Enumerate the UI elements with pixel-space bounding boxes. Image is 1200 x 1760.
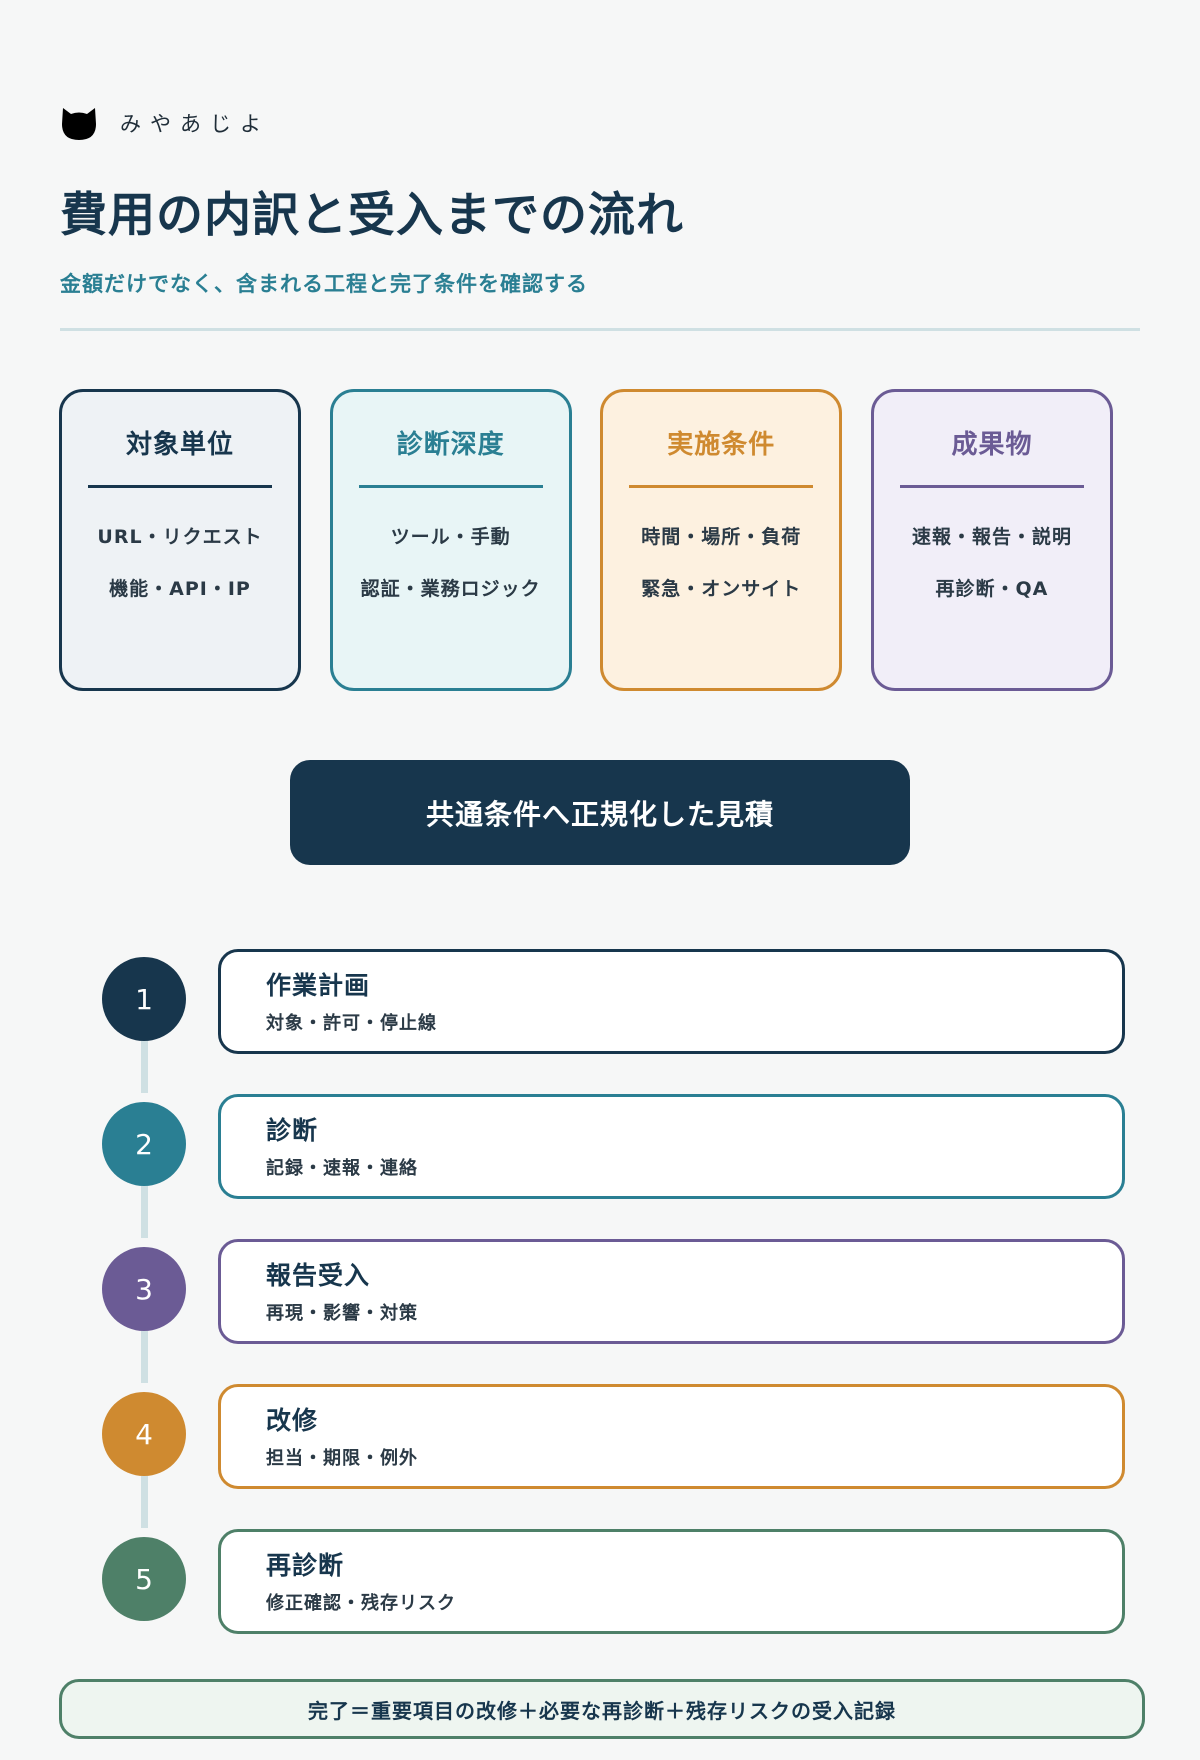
cat-head-icon [62,108,96,140]
card-divider [358,485,543,489]
category-card-depth: 診断深度 ツール・手動 認証・業務ロジック [329,389,572,691]
cost-category-cards: 対象単位 URL・リクエスト 機能・API・IP 診断深度 ツール・手動 認証・… [59,389,1113,691]
card-line: 機能・API・IP [109,577,251,600]
step-card-assessment: 診断 記録・速報・連絡 [218,1094,1125,1199]
step-title: 報告受入 [266,1261,371,1290]
step-card-report-acceptance: 報告受入 再現・影響・対策 [218,1239,1125,1344]
header-divider [60,328,1140,331]
page-title: 費用の内訳と受入までの流れ [60,188,684,243]
card-line: 再診断・QA [935,577,1049,600]
step-number-badge: 2 [102,1102,186,1186]
card-line: 速報・報告・説明 [911,526,1072,549]
brand-name: みやあじよ [120,112,270,136]
card-line: URL・リクエスト [97,526,263,549]
card-title: 診断深度 [396,430,505,460]
step-connector [141,1476,148,1528]
step-number-badge: 4 [102,1392,186,1476]
card-divider [899,485,1084,489]
normalized-estimate-button[interactable]: 共通条件へ正規化した見積 [290,760,910,865]
card-title: 対象単位 [125,430,234,460]
step-description: 修正確認・残存リスク [266,1593,456,1614]
step-number-badge: 1 [102,957,186,1041]
step-title: 再診断 [266,1551,345,1580]
card-divider [629,485,814,489]
step-title: 改修 [266,1406,319,1435]
card-divider [88,485,272,489]
card-line: 時間・場所・負荷 [641,526,802,549]
page-subtitle: 金額だけでなく、含まれる工程と完了条件を確認する [60,272,588,296]
step-description: 対象・許可・停止線 [266,1013,437,1034]
card-title: 実施条件 [667,430,776,460]
step-card-plan: 作業計画 対象・許可・停止線 [218,949,1125,1054]
step-connector [141,1186,148,1238]
step-title: 作業計画 [266,971,371,1000]
brand: みやあじよ [60,104,270,142]
category-card-conditions: 実施条件 時間・場所・負荷 緊急・オンサイト [600,389,843,691]
step-description: 再現・影響・対策 [266,1303,418,1324]
step-card-remediation: 改修 担当・期限・例外 [218,1384,1125,1489]
card-line: ツール・手動 [390,526,511,549]
completion-criteria-note: 完了＝重要項目の改修＋必要な再診断＋残存リスクの受入記録 [59,1679,1145,1739]
card-line: 緊急・オンサイト [641,577,802,600]
step-description: 担当・期限・例外 [266,1448,418,1469]
step-connector [141,1041,148,1093]
step-title: 診断 [266,1116,319,1145]
card-line: 認証・業務ロジック [360,577,541,600]
step-number-badge: 3 [102,1247,186,1331]
card-title: 成果物 [951,430,1033,460]
step-connector [141,1331,148,1383]
step-card-retest: 再診断 修正確認・残存リスク [218,1529,1125,1634]
category-card-deliverables: 成果物 速報・報告・説明 再診断・QA [870,389,1113,691]
category-card-target-unit: 対象単位 URL・リクエスト 機能・API・IP [59,389,301,691]
step-description: 記録・速報・連絡 [266,1158,418,1179]
step-number-badge: 5 [102,1537,186,1621]
